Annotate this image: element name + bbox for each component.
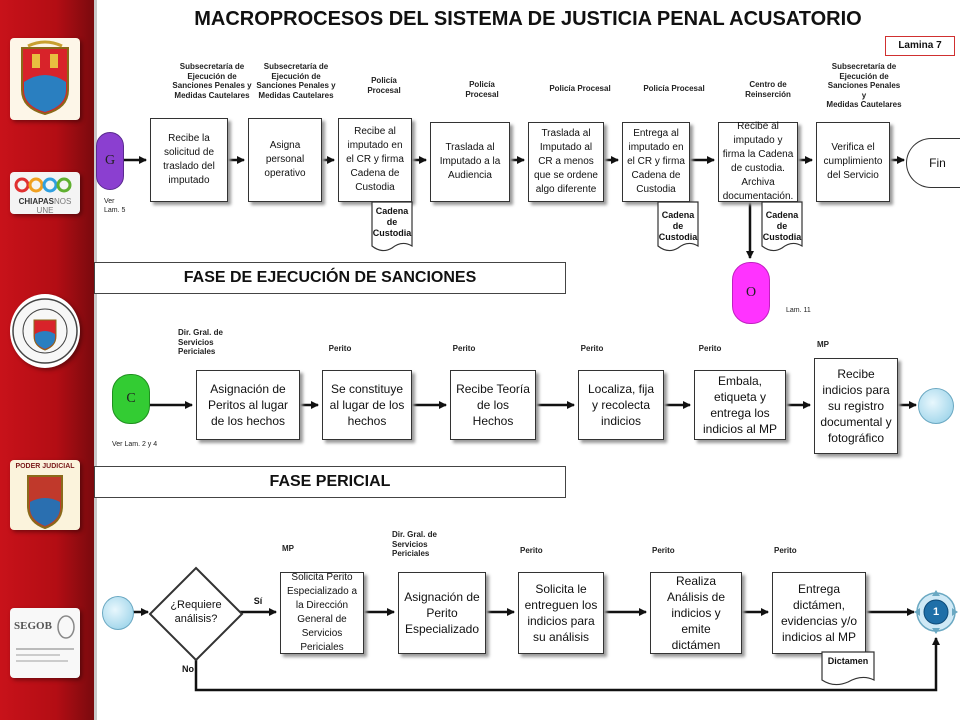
process-step: Entrega dictámen, evidencias y/o indicio…: [772, 572, 866, 654]
connector-o[interactable]: O: [732, 262, 770, 324]
process-step: Traslada al Imputado al CR a menos que s…: [528, 122, 604, 202]
connector-1-label: 1: [932, 606, 940, 618]
role-label: Subsecretaría de Ejecución de Sanciones …: [826, 62, 902, 109]
process-step: Realiza Análisis de indicios y emite dic…: [650, 572, 742, 654]
role-label: Subsecretaría de Ejecución de Sanciones …: [256, 62, 336, 100]
connector-o-note: Lam. 11: [786, 307, 811, 314]
role-label: Policía Procesal: [367, 76, 401, 95]
role-label: Dir. Gral. de Servicios Periciales: [178, 328, 223, 356]
offpage-connector-1[interactable]: [914, 590, 958, 634]
congreso-chiapas-seal-logo: [10, 294, 80, 368]
phase-banner-ejecucion: FASE DE EJECUCIÓN DE SANCIONES: [94, 262, 566, 294]
process-step: Localiza, fija y recolecta indicios: [578, 370, 664, 440]
document-shape: [371, 201, 413, 252]
process-step: Solicita Perito Especializado a la Direc…: [280, 572, 364, 654]
document-shape: [821, 651, 875, 686]
poder-judicial-logo: PODER JUDICIAL: [10, 460, 80, 530]
decision-label: ¿Requiere análisis?: [170, 599, 222, 625]
document-shape: [761, 201, 803, 252]
process-step: Recibe al imputado en el CR y firma Cade…: [338, 118, 412, 202]
segob-text: SEGOB: [14, 620, 52, 632]
decision-diamond: [148, 566, 244, 662]
document-label: Dictamen: [827, 656, 869, 666]
process-step: Recibe indicios para su registro documen…: [814, 358, 898, 454]
offpage-connector[interactable]: [918, 388, 954, 424]
chiapas-logo-text-b: NOS UNE: [36, 197, 72, 214]
decision-no-label: No: [182, 664, 194, 674]
document-label: Cadena de Custodia: [762, 210, 802, 242]
sidebar: CHIAPASNOS UNE PODER JUDICIAL SEGOB: [0, 0, 97, 720]
phase-banner-pericial: FASE PERICIAL: [94, 466, 566, 498]
role-label: Subsecretaría de Ejecución de Sanciones …: [172, 62, 252, 100]
chiapas-logo-text-a: CHIAPAS: [18, 197, 55, 206]
process-step: Entrega al imputado en el CR y firma Cad…: [622, 122, 690, 202]
process-step: Recibe la solicitud de traslado del impu…: [150, 118, 228, 202]
role-label: Perito: [652, 546, 675, 555]
role-label: Perito: [328, 344, 352, 353]
segob-logo: SEGOB: [10, 608, 80, 678]
process-step: Verifica el cumplimiento del Servicio: [816, 122, 890, 202]
role-label: Perito: [520, 546, 543, 555]
role-label: MP: [817, 340, 829, 349]
role-label: Perito: [698, 344, 722, 353]
role-label: Policía Procesal: [465, 80, 499, 99]
document-label: Cadena de Custodia: [372, 206, 412, 238]
process-step: Asignación de Peritos al lugar de los he…: [196, 370, 300, 440]
chiapas-coat-of-arms-logo: [10, 38, 80, 120]
process-step: Asignación de Perito Especializado: [398, 572, 486, 654]
role-label: Perito: [774, 546, 797, 555]
lamina-badge: Lamina 7: [885, 36, 955, 56]
process-step: Asigna personal operativo: [248, 118, 322, 202]
process-step: Recibe al imputado y firma la Cadena de …: [718, 121, 798, 202]
document-shape: [657, 201, 699, 252]
offpage-connector[interactable]: [102, 596, 134, 630]
process-step: Embala, etiqueta y entrega los indicios …: [694, 370, 786, 440]
poder-judicial-text: PODER JUDICIAL: [15, 463, 75, 470]
page-title: MACROPROCESOS DEL SISTEMA DE JUSTICIA PE…: [194, 8, 862, 30]
process-step: Recibe Teoría de los Hechos: [450, 370, 536, 440]
connector-c-note: Ver Lam. 2 y 4: [112, 441, 158, 448]
role-label: Policía Procesal: [643, 84, 705, 93]
role-label: Perito: [580, 344, 604, 353]
connector-c[interactable]: C: [112, 374, 150, 424]
process-step: Solicita le entreguen los indicios para …: [518, 572, 604, 654]
role-label: MP: [282, 544, 294, 553]
process-step: Se constituye al lugar de los hechos: [322, 370, 412, 440]
chiapas-nos-une-logo: CHIAPASNOS UNE: [10, 172, 80, 214]
decision-yes-label: Sí: [253, 596, 263, 606]
role-label: Policía Procesal: [549, 84, 611, 93]
end-terminator: Fin: [906, 138, 960, 188]
role-label: Centro de Reinserción: [745, 80, 791, 99]
connector-g-note: Ver Lam. 5: [104, 198, 126, 214]
process-step: Traslada al Imputado a la Audiencia: [430, 122, 510, 202]
role-label: Perito: [452, 344, 476, 353]
document-label: Cadena de Custodia: [658, 210, 698, 242]
role-label: Dir. Gral. de Servicios Periciales: [392, 530, 437, 558]
connector-g[interactable]: G: [96, 132, 124, 190]
